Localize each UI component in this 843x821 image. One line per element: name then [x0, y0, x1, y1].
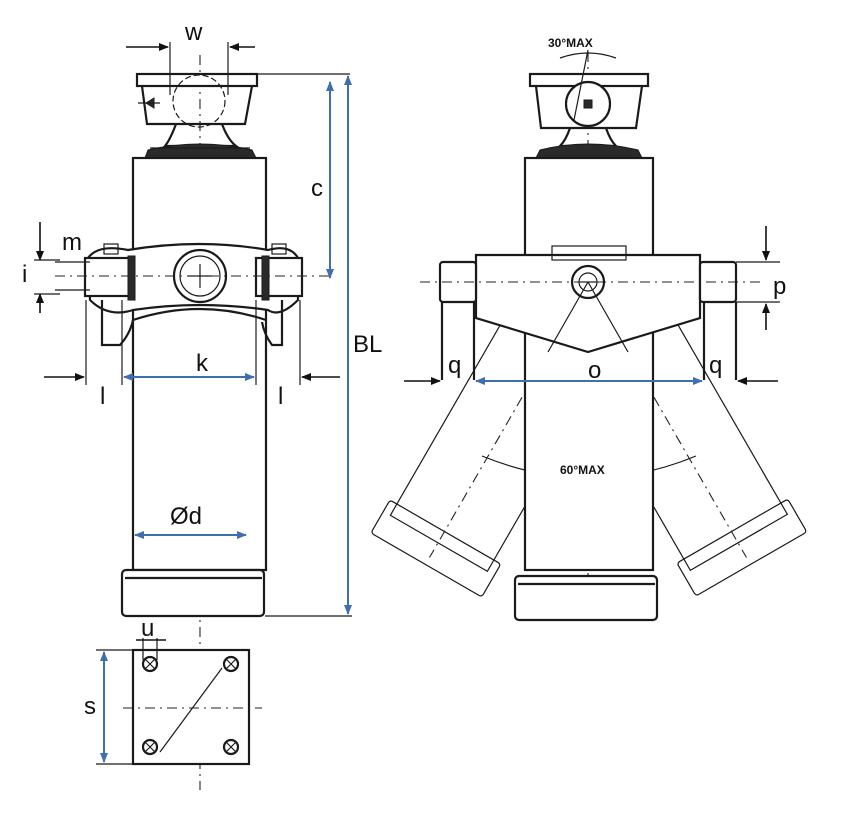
- label-p: p: [773, 273, 786, 300]
- label-q-left: q: [448, 352, 461, 379]
- label-l-left: l: [100, 383, 105, 410]
- label-c: c: [311, 175, 323, 202]
- label-k: k: [196, 350, 209, 377]
- mounting-hole: [141, 655, 159, 673]
- left-dimensions: [34, 42, 352, 765]
- label-i: i: [22, 261, 27, 288]
- right-dimensions: [404, 226, 780, 385]
- label-diameter-d: Ød: [170, 503, 202, 530]
- label-bl: BL: [353, 331, 382, 358]
- left-view: [55, 55, 330, 790]
- label-o: o: [588, 357, 601, 384]
- label-s: s: [84, 693, 96, 720]
- label-q-right: q: [709, 352, 722, 379]
- mounting-hole: [222, 655, 240, 673]
- right-view: [371, 49, 807, 622]
- mounting-hole: [141, 738, 159, 756]
- label-u: u: [141, 615, 154, 642]
- label-angle-30-max: 30°MAX: [548, 36, 593, 50]
- mounting-hole: [222, 738, 240, 756]
- label-m: m: [62, 229, 82, 256]
- label-angle-60-max: 60°MAX: [560, 463, 605, 477]
- label-l-right: l: [278, 383, 283, 410]
- label-w: w: [184, 19, 203, 46]
